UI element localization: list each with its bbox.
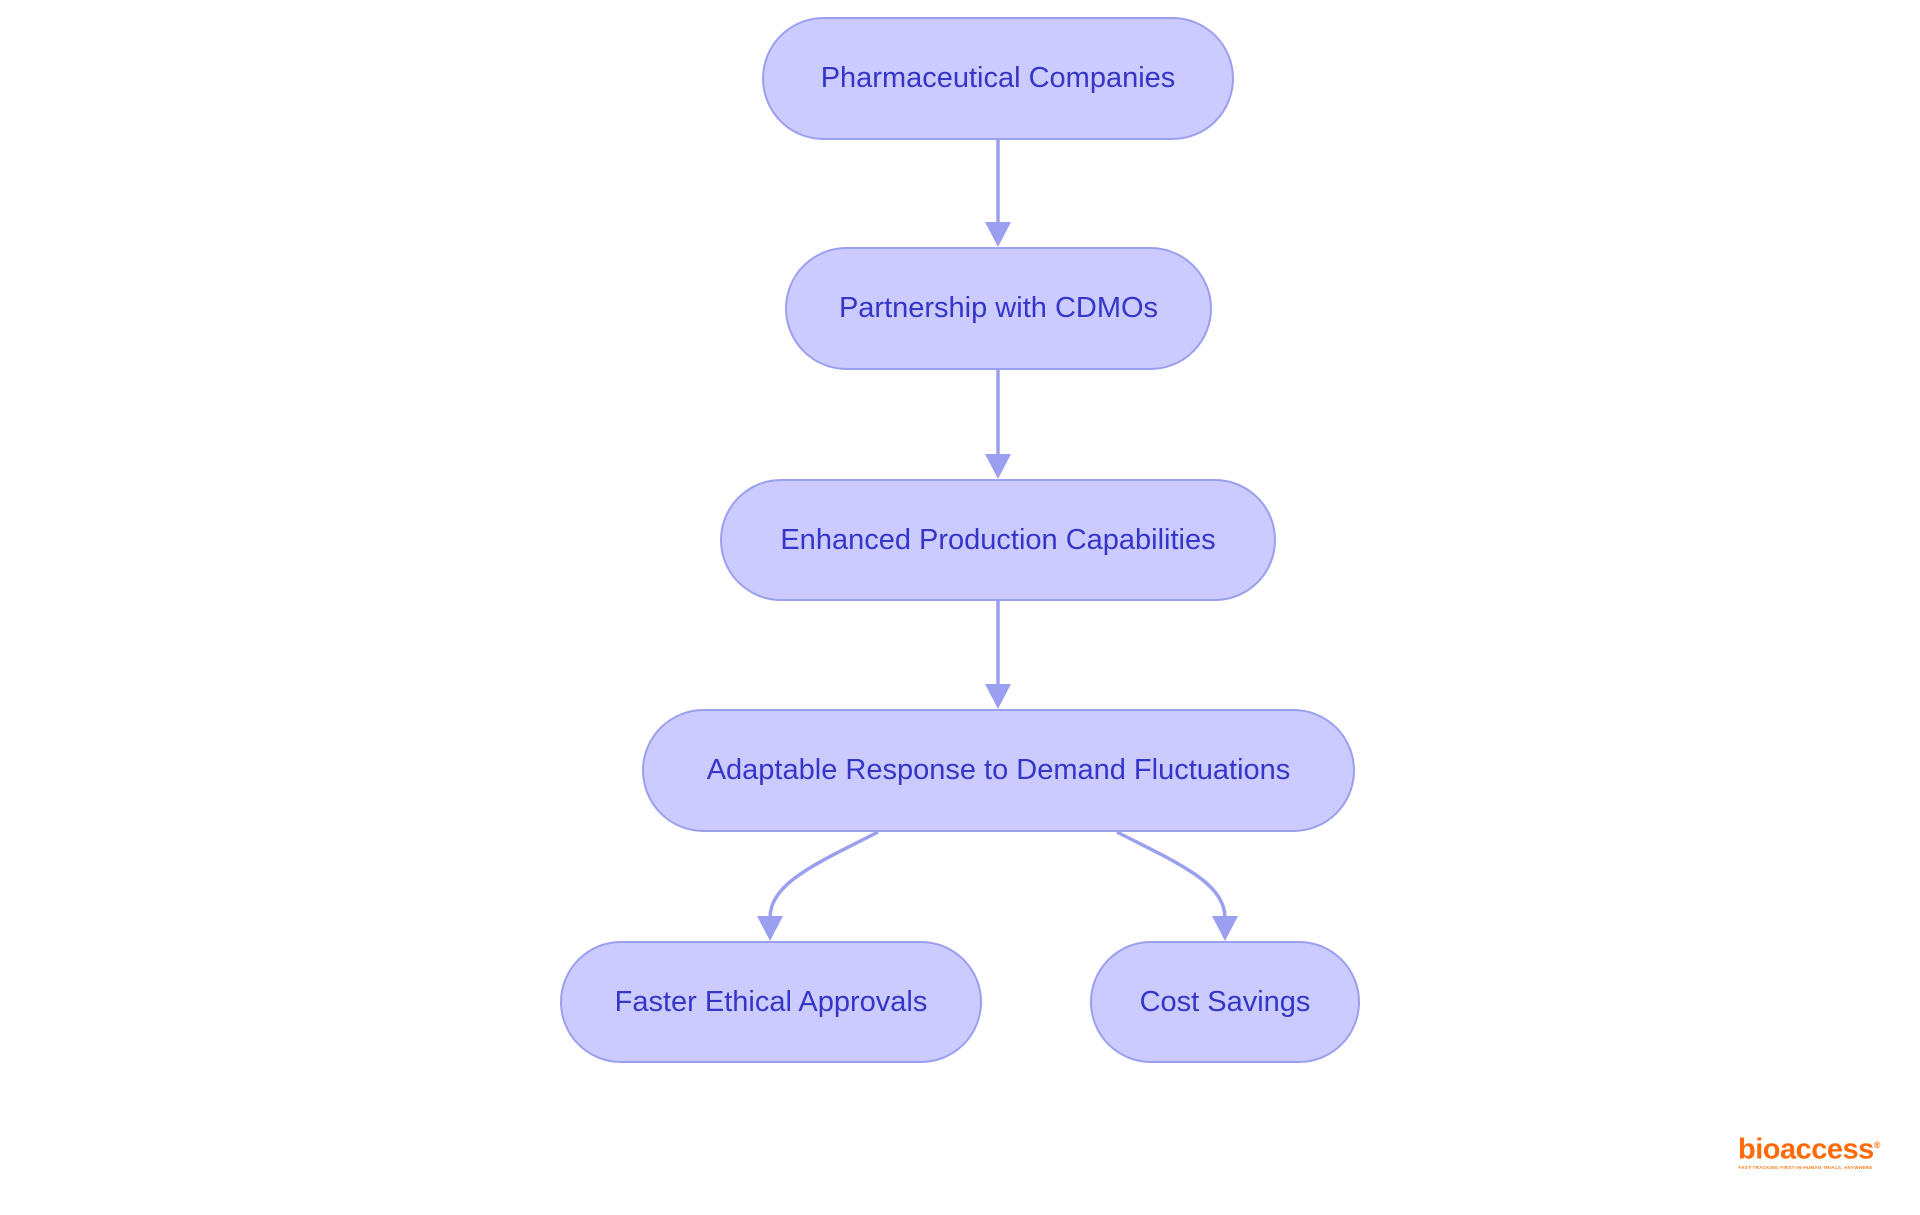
node-partnership-with-cdmos: Partnership with CDMOs	[785, 247, 1212, 370]
node-adaptable-response: Adaptable Response to Demand Fluctuation…	[642, 709, 1355, 832]
arrowhead-n1-n2	[985, 222, 1011, 247]
arrowhead-n4-n6	[1212, 916, 1238, 941]
node-label: Partnership with CDMOs	[838, 292, 1159, 324]
bioaccess-logo: bioaccess® FAST-TRACKING FIRST-IN-HUMAN …	[1738, 1130, 1880, 1170]
logo-tagline: FAST-TRACKING FIRST-IN-HUMAN TRIALS, ANY…	[1738, 1164, 1873, 1170]
node-label: Pharmaceutical Companies	[820, 62, 1176, 94]
node-label: Adaptable Response to Demand Fluctuation…	[706, 754, 1291, 786]
node-enhanced-production-capabilities: Enhanced Production Capabilities	[720, 479, 1276, 601]
edge-n4-n6	[1116, 830, 1227, 919]
edge-n4-n5	[768, 830, 879, 919]
node-label: Faster Ethical Approvals	[614, 985, 928, 1018]
node-label: Enhanced Production Capabilities	[780, 523, 1216, 556]
logo-registered: ®	[1873, 1140, 1881, 1150]
node-pharmaceutical-companies: Pharmaceutical Companies	[762, 17, 1234, 140]
node-cost-savings: Cost Savings	[1090, 941, 1360, 1063]
logo-name: bioaccess	[1738, 1133, 1874, 1166]
arrowhead-n2-n3	[985, 454, 1011, 479]
arrowhead-n4-n5	[757, 916, 783, 941]
arrowhead-n3-n4	[985, 684, 1011, 709]
node-faster-ethical-approvals: Faster Ethical Approvals	[560, 941, 982, 1063]
node-label: Cost Savings	[1139, 985, 1311, 1018]
